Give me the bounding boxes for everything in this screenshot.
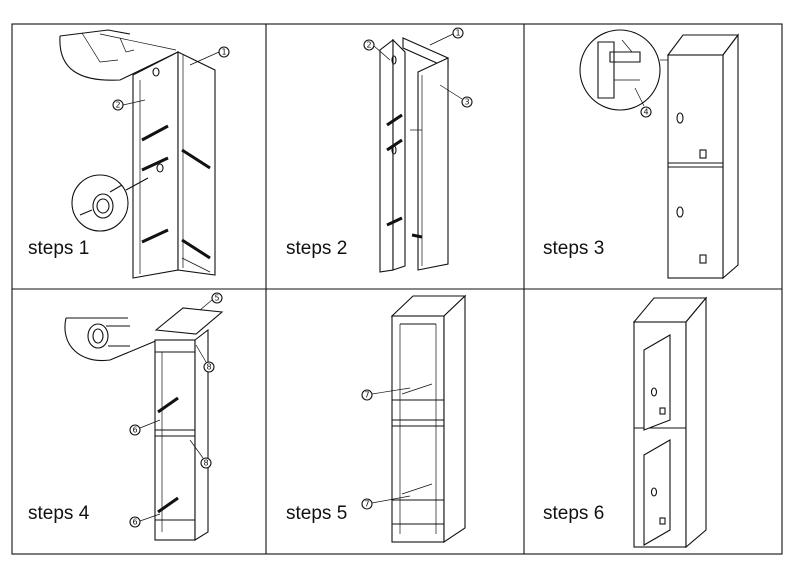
step-6-lower-door	[643, 439, 671, 546]
step-4-top-plate	[154, 307, 224, 335]
step-4-callout-8a: 8	[195, 344, 215, 373]
step-4-callout-8b: 8	[189, 439, 212, 469]
step-1-callout-1: 1	[189, 46, 230, 66]
svg-text:2: 2	[366, 41, 371, 50]
step-1-right-panel	[177, 51, 216, 276]
svg-text:6: 6	[132, 518, 137, 527]
svg-text:2: 2	[115, 101, 120, 110]
step-6-upper-door	[643, 334, 671, 431]
step-3-locker-body	[666, 33, 740, 280]
svg-text:1: 1	[221, 48, 226, 57]
step-3-panel: 4 steps 3	[543, 29, 740, 280]
step-2-callout-2: 2	[363, 39, 391, 61]
step-4-label: steps 4	[28, 503, 90, 524]
step-5-callout-7a: 7	[361, 387, 411, 401]
svg-text:6: 6	[132, 426, 137, 435]
step-2-panel: 1 2 3 steps 2	[286, 27, 473, 273]
step-1-detail-circle	[71, 174, 149, 232]
step-1-left-panel	[132, 51, 179, 279]
svg-text:8: 8	[206, 363, 211, 372]
svg-text:5: 5	[214, 294, 219, 303]
step-3-callout-4: 4	[634, 87, 652, 118]
step-4-callout-6b: 6	[129, 513, 161, 528]
step-6-label: steps 6	[543, 503, 604, 524]
step-2-callout-3: 3	[439, 84, 473, 108]
step-4-detail-magnifier	[64, 317, 159, 362]
step-4-callout-6a: 6	[129, 419, 161, 436]
step-4-callout-5: 5	[199, 292, 223, 311]
step-5-panel: 7 7 steps 5	[286, 294, 467, 544]
svg-text:7: 7	[364, 500, 369, 509]
step-5-label: steps 5	[286, 503, 347, 524]
step-1-label: steps 1	[28, 238, 89, 259]
svg-text:4: 4	[643, 108, 648, 117]
svg-text:3: 3	[464, 98, 469, 107]
step-2-back-panel	[402, 37, 449, 271]
step-6-panel: steps 6	[543, 296, 708, 549]
panel-grid	[11, 23, 783, 555]
step-1-detail-magnifier	[59, 35, 179, 81]
svg-text:1: 1	[455, 29, 460, 38]
step-5-callout-7b: 7	[361, 495, 411, 510]
svg-text:7: 7	[364, 391, 369, 400]
step-2-left-panel	[379, 38, 406, 273]
step-2-callout-1: 1	[429, 27, 464, 46]
step-1-panel: 1 2 steps 1	[28, 29, 230, 279]
step-3-label: steps 3	[543, 238, 604, 259]
step-5-locker-frame	[390, 294, 467, 544]
step-2-label: steps 2	[286, 238, 347, 259]
step-1-callout-2: 2	[112, 99, 146, 111]
step-4-locker-frame	[154, 328, 209, 541]
svg-text:8: 8	[203, 459, 208, 468]
step-4-panel: 5 8 6 8 6 steps 4	[28, 292, 224, 541]
step-3-detail-circle	[579, 29, 670, 111]
